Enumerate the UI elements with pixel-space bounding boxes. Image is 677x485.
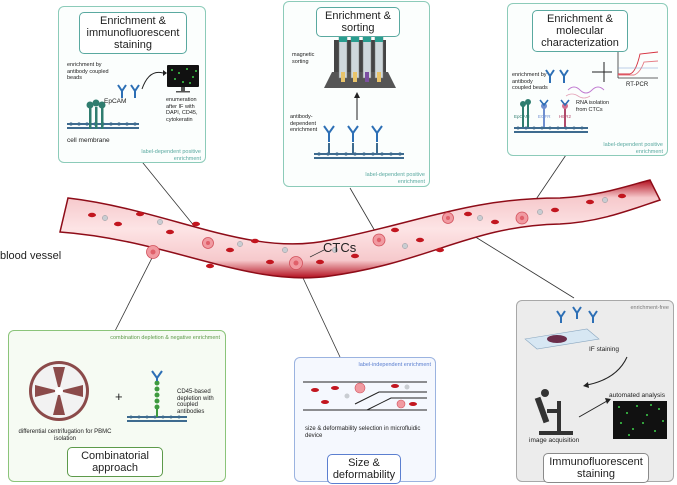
molecular-marker-her2: HER2	[559, 114, 572, 119]
ctc-label: CTCs	[323, 240, 357, 255]
red-blood-cells	[88, 193, 626, 269]
combinatorial-centrifugation-text: differential centrifugation for PBMC iso…	[18, 429, 112, 442]
centrifuge-icon	[29, 361, 89, 421]
panel-combinatorial-title: Combinatorial approach	[67, 447, 163, 477]
epcam-icon	[86, 99, 106, 129]
molecular-illustration	[514, 46, 659, 133]
molecular-tag: label-dependent positive enrichment	[603, 142, 663, 155]
immuno-illustration	[67, 65, 199, 129]
monitor-icon	[613, 401, 667, 439]
monitor-icon	[167, 65, 199, 93]
free-automated-label: automated analysis	[609, 392, 666, 399]
panel-immuno: Enrichment & immunofluorescent staining …	[58, 6, 206, 163]
blood-vessel-label: blood vessel	[0, 250, 62, 262]
molecular-beads-text: enrichment by antibody coupled beads	[512, 72, 548, 91]
antibody-icon	[117, 84, 140, 98]
microscope-icon	[534, 389, 573, 435]
antibody-icon	[323, 125, 383, 142]
size-desc-text: size & deformability selection in microf…	[305, 426, 421, 439]
antibody-icon	[556, 306, 598, 323]
cd45-depletion-icon	[127, 370, 187, 422]
sorting-tag: label-dependent positive enrichment	[365, 172, 425, 185]
molecular-marker-egfr: EGFR	[538, 114, 551, 119]
molecular-rtpcr-label: RT-PCR	[626, 82, 649, 88]
immuno-beads-text: enrichment by antibody coupled beads	[67, 62, 109, 81]
combinatorial-tag: combination depletion & negative enrichm…	[110, 335, 220, 341]
membrane-icon	[314, 143, 404, 159]
panel-size: label-independent enrichment size & defo…	[294, 357, 436, 484]
arrow-icon	[586, 356, 628, 386]
molecular-marker-epcam: EpCAM	[514, 114, 530, 119]
panel-immuno-title: Enrichment & immunofluorescent staining	[79, 12, 187, 54]
ctc-nuclei	[150, 215, 525, 266]
combinatorial-plus: +	[115, 389, 123, 404]
free-if-staining-label: IF staining	[589, 346, 619, 353]
panel-free-title: Immunofluorescent staining	[543, 453, 649, 483]
combinatorial-cd45-text: CD45-based depletion with coupled antibo…	[177, 389, 214, 415]
immuno-enumeration-text: enumeration after IF with DAPI, CD45, cy…	[166, 97, 198, 123]
sorting-magnetic-label: magnetic sorting	[292, 52, 315, 65]
immuno-membrane-label: cell membrane	[67, 137, 110, 144]
membrane-icon	[514, 126, 588, 133]
panel-molecular-title: Enrichment & molecular characterization	[532, 10, 628, 52]
slide-icon	[524, 328, 600, 350]
combinatorial-illustration	[29, 361, 187, 422]
panel-molecular: Enrichment & molecular characterization …	[507, 3, 668, 156]
receptor-icons	[520, 99, 570, 128]
blood-vessel	[59, 179, 662, 279]
panel-size-title: Size & deformability	[327, 454, 401, 484]
antibody-icon	[545, 69, 569, 83]
arrow-icon	[141, 71, 164, 90]
size-tag: label-independent enrichment	[358, 362, 431, 368]
immuno-epcam-label: EpCAM	[104, 98, 127, 105]
microfluidic-device-icon	[303, 381, 427, 411]
panel-sorting-title: Enrichment & sorting	[316, 7, 400, 37]
panel-combinatorial: combination depletion & negative enrichm…	[8, 330, 226, 482]
free-acquisition-label: image acquisition	[529, 437, 580, 444]
magnet-device-icon	[324, 31, 396, 88]
size-illustration	[303, 381, 427, 411]
sorting-illustration	[314, 31, 404, 159]
white-blood-cells	[102, 197, 608, 253]
molecular-rna-text: RNA isolation from CTCs	[576, 100, 610, 113]
panel-sorting: Enrichment & sorting magnetic sorting an…	[283, 1, 430, 187]
free-tag: enrichment-free	[630, 305, 669, 311]
panel-free: enrichment-free IF staining image acquis…	[516, 300, 674, 483]
arrow-right-icon	[578, 400, 608, 418]
rna-icon	[567, 86, 605, 94]
sorting-antibody-label: antibody-dependent enrichment	[290, 114, 318, 133]
pcr-chart-icon	[617, 46, 659, 79]
immuno-tag: label-dependent positive enrichment	[141, 149, 201, 162]
free-illustration	[524, 306, 667, 439]
